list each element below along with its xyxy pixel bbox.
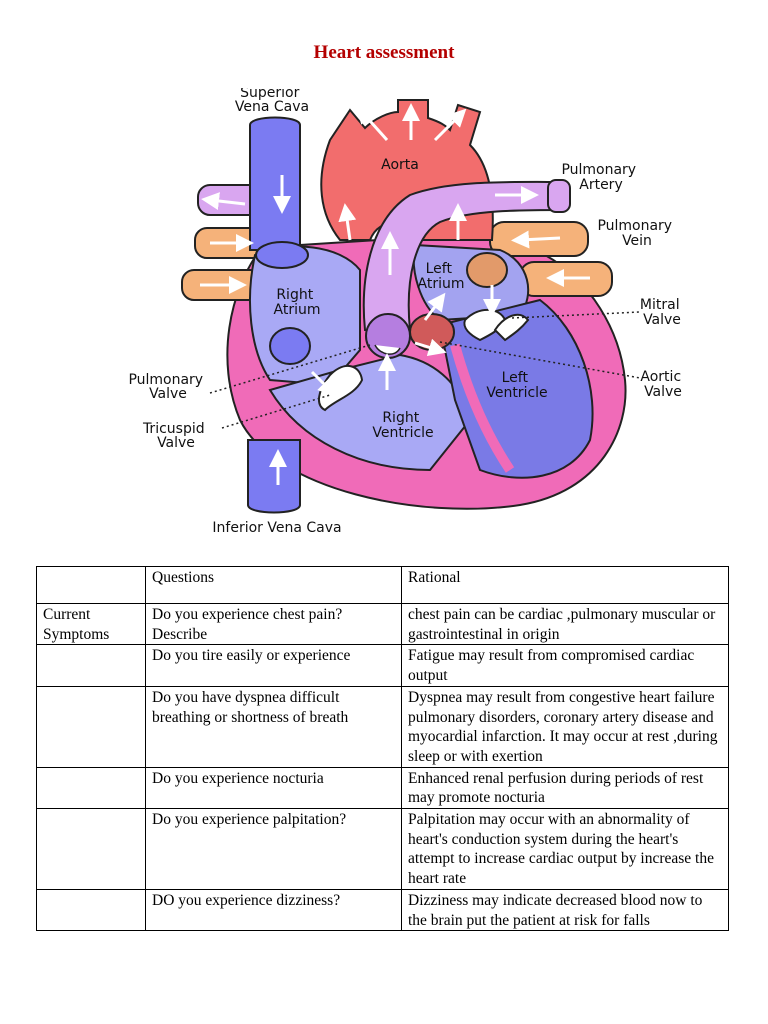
table-row: Do you experience palpitation?Palpitatio… [36, 808, 729, 890]
label-tricuspid-valve: Tricuspid Valve [142, 421, 209, 451]
septum [450, 343, 515, 473]
question-cell: Do you experience nocturia [145, 766, 402, 810]
pulmonary-vein-opening [466, 252, 508, 288]
question-cell: DO you experience dizziness? [145, 888, 402, 932]
label-pulmonary-valve: Pulmonary Valve [128, 372, 207, 402]
question-cell: Do you tire easily or experience [145, 644, 402, 687]
heart-anatomy-diagram: Superior Vena Cava Aorta Pulmonary Arter… [128, 88, 685, 536]
table-row: Do you have dyspnea difficult breathing … [36, 685, 729, 768]
label-right-atrium: Right Atrium [274, 287, 321, 318]
ivc-opening [269, 327, 311, 365]
rationale-cell: Dyspnea may result from congestive heart… [401, 685, 729, 768]
blood-flow-arrows [200, 103, 590, 485]
category-cell [36, 766, 146, 810]
label-aorta: Aorta [381, 157, 419, 173]
label-leaders [209, 311, 641, 429]
question-cell: Do you experience palpitation? [145, 808, 402, 890]
label-pulmonary-vein: Pulmonary Vein [597, 218, 676, 249]
label-mitral-valve: Mitral Valve [640, 297, 684, 328]
label-left-atrium: Left Atrium [418, 261, 465, 292]
left-ventricle [438, 298, 594, 479]
rationale-cell: Enhanced renal perfusion during periods … [401, 766, 729, 810]
question-cell: Do you experience chest pain? Describe [145, 602, 402, 646]
svc-opening [255, 241, 309, 269]
rationale-cell: Dizziness may indicate decreased blood n… [401, 888, 729, 932]
superior-vena-cava [249, 116, 301, 251]
category-cell [36, 685, 146, 768]
label-inferior-vena-cava: Inferior Vena Cava [212, 520, 341, 536]
header-cell-questions: Questions [145, 566, 402, 604]
category-cell [36, 808, 146, 890]
label-aortic-valve: Aortic Valve [640, 369, 685, 400]
rationale-cell: Palpitation may occur with an abnormalit… [401, 808, 729, 890]
label-pulmonary-artery: Pulmonary Artery [561, 162, 640, 193]
rationale-cell: chest pain can be cardiac ,pulmonary mus… [401, 602, 729, 646]
question-cell: Do you have dyspnea difficult breathing … [145, 685, 402, 768]
category-cell [36, 888, 146, 932]
category-cell [36, 644, 146, 687]
header-cell-rationale: Rational [401, 566, 729, 604]
label-superior-vena-cava: Superior Vena Cava [235, 88, 309, 115]
label-right-ventricle: Right Ventricle [372, 410, 433, 441]
header-cell-category [36, 566, 146, 604]
rationale-cell: Fatigue may result from compromised card… [401, 644, 729, 687]
label-left-ventricle: Left Ventricle [486, 370, 547, 401]
page-title: Heart assessment [313, 42, 455, 63]
inferior-vena-cava [247, 439, 301, 514]
table-row: DO you experience dizziness?Dizziness ma… [36, 888, 729, 932]
category-cell: Current Symptoms [36, 602, 146, 646]
table-header-row: Questions Rational [36, 566, 729, 604]
